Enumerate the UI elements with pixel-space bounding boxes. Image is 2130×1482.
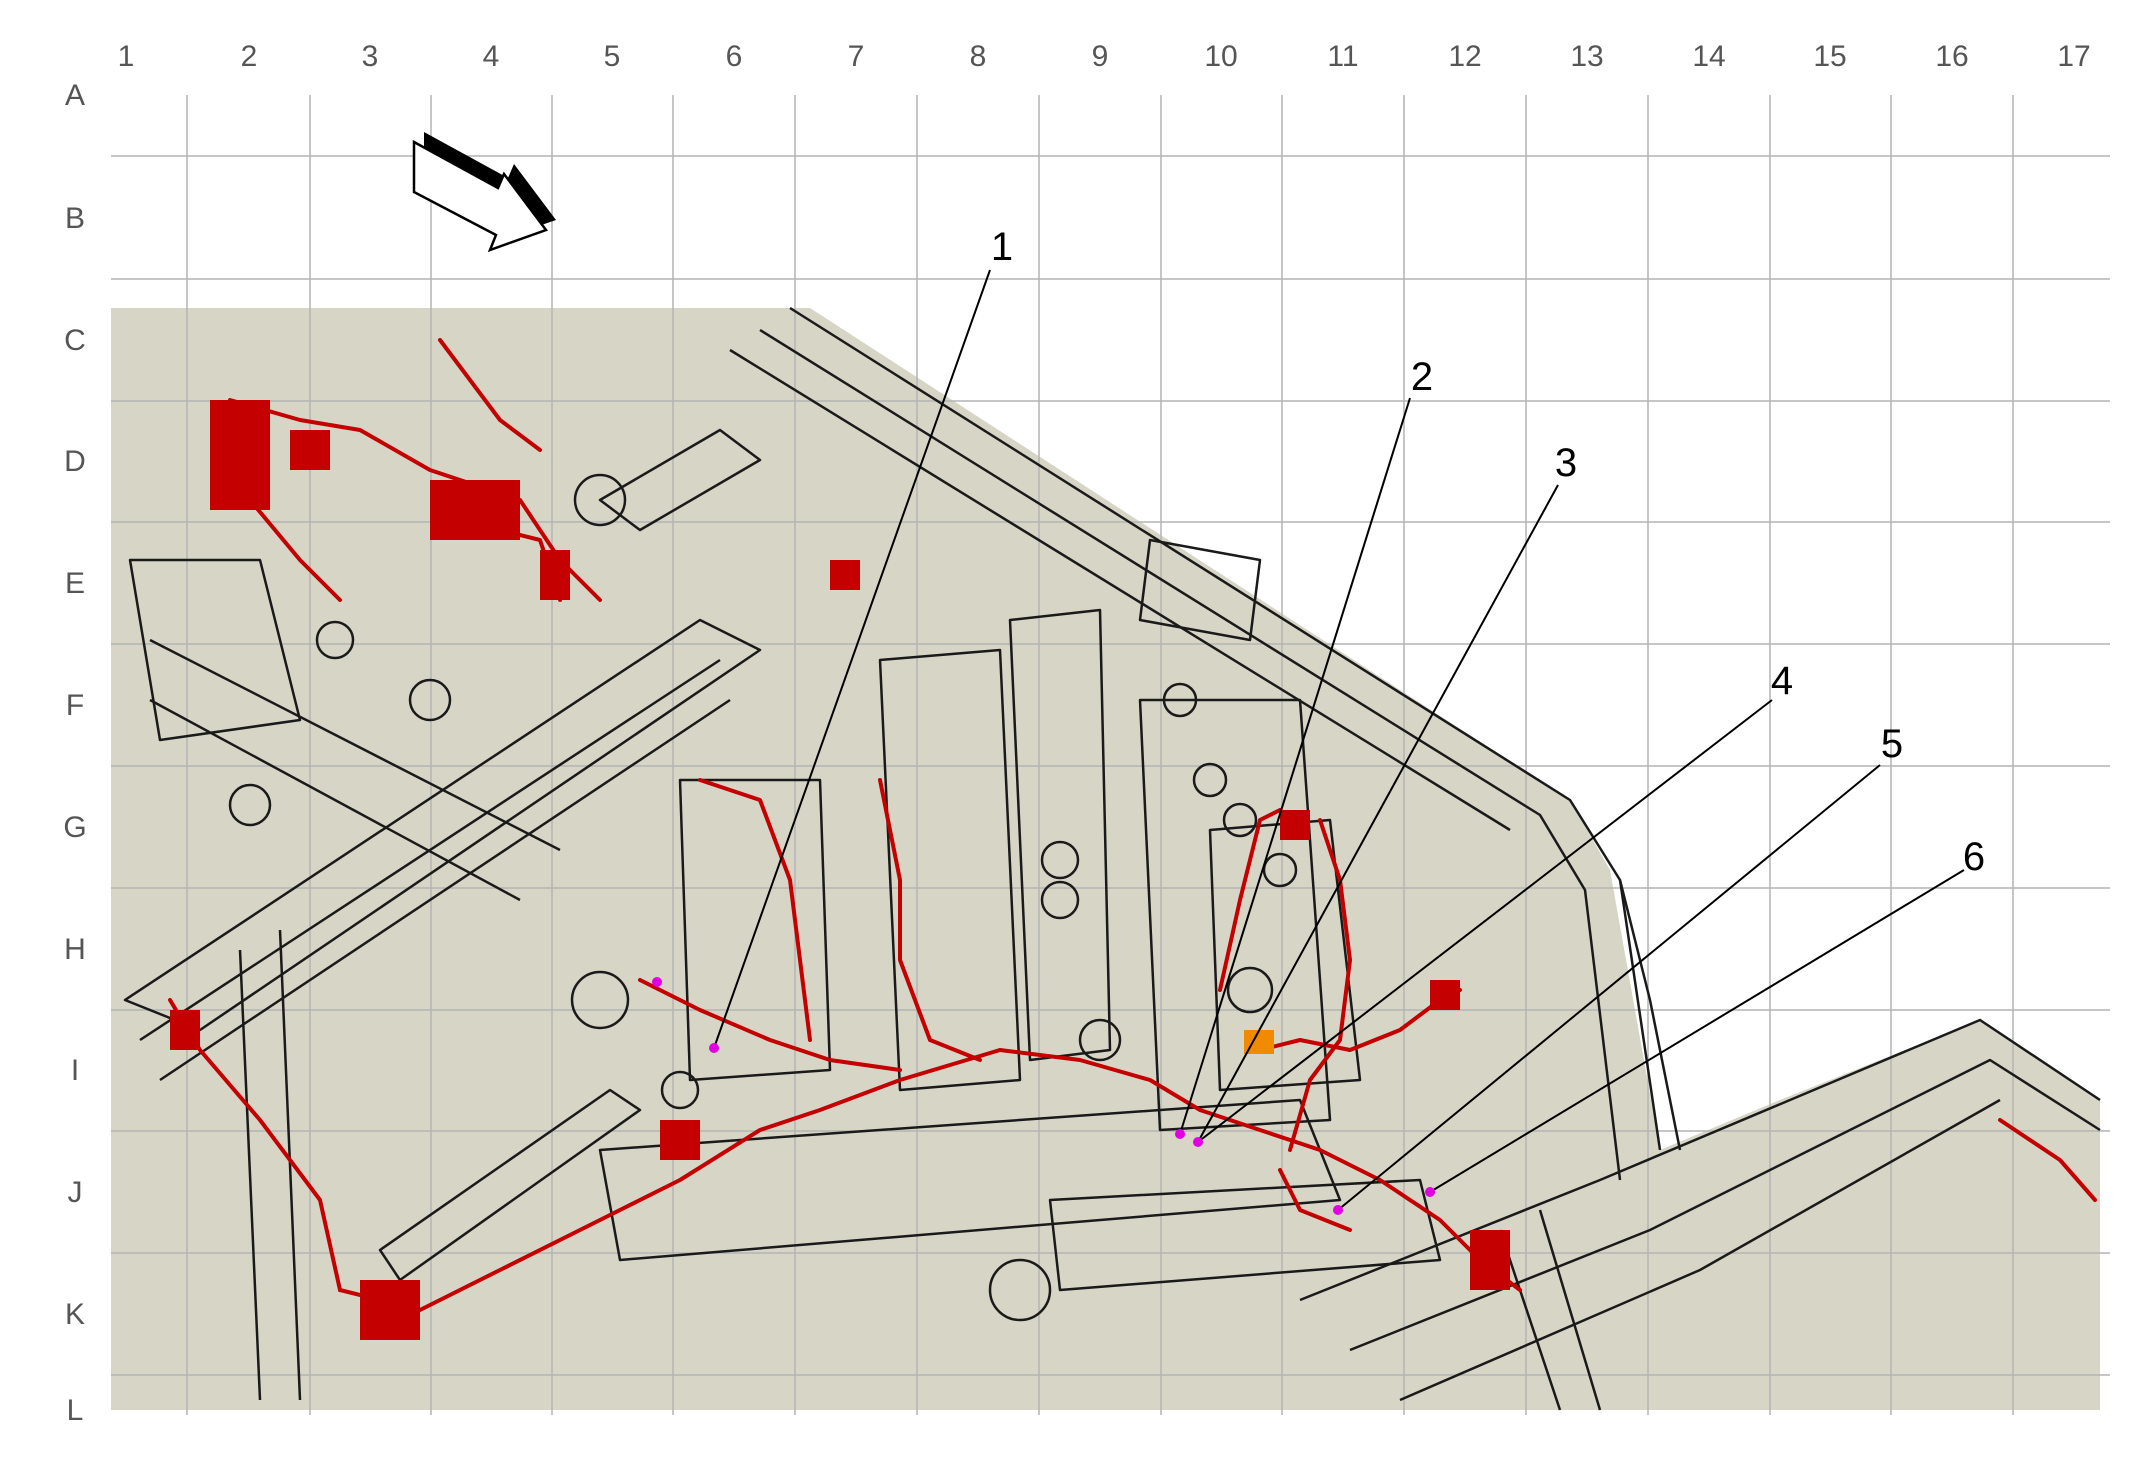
grid-col-label: 16 [1935, 40, 1968, 73]
grid-col-label: 12 [1448, 40, 1481, 73]
callout-label-3: 3 [1555, 441, 1577, 485]
callout-label-6: 6 [1963, 835, 1985, 879]
grid-col-label: 9 [1092, 40, 1109, 73]
grid-col-label: 6 [726, 40, 743, 73]
callout-marker-2 [1175, 1129, 1185, 1139]
grid-row-label: K [65, 1298, 85, 1331]
callout-markers [652, 977, 1435, 1215]
grid-col-label: 7 [848, 40, 865, 73]
grid-row-label: F [66, 689, 84, 722]
grid-col-label: 15 [1813, 40, 1846, 73]
grid-col-label: 8 [970, 40, 987, 73]
grid-row-label: L [67, 1394, 84, 1427]
grid-row-label: H [64, 933, 86, 966]
grid-col-label: 5 [604, 40, 621, 73]
callout-leader-1 [713, 269, 991, 1049]
vehicle-structure [123, 306, 2101, 1411]
callout-marker-3 [1193, 1137, 1203, 1147]
callout-marker-5 [1333, 1205, 1343, 1215]
grid-col-label: 4 [483, 40, 500, 73]
grid-col-label: 11 [1327, 40, 1358, 73]
grid-row-label: B [65, 202, 85, 235]
grid-col-label: 17 [2057, 40, 2090, 73]
callout-leader-2 [1179, 397, 1411, 1135]
grid-row-label: A [65, 79, 85, 112]
callout-label-4: 4 [1771, 659, 1793, 703]
callout-leader-3 [1197, 484, 1559, 1143]
callout-marker-6 [1425, 1187, 1435, 1197]
callout-label-1: 1 [991, 225, 1013, 269]
orientation-arrow-icon [412, 132, 556, 253]
grid-col-label: 14 [1692, 40, 1725, 73]
grid-row-label: D [64, 445, 86, 478]
grid-col-label: 2 [241, 40, 258, 73]
callout-marker-extra [652, 977, 662, 987]
grid-row-labels: A B C D E F G H I J K L [63, 79, 86, 1427]
callout-leaders [713, 269, 1965, 1211]
callout-leader-4 [1197, 699, 1773, 1143]
callout-label-2: 2 [1411, 355, 1433, 399]
grid-col-label: 3 [362, 40, 379, 73]
grid-col-label: 13 [1570, 40, 1603, 73]
callout-leader-6 [1429, 869, 1965, 1193]
grid-row-label: G [63, 811, 86, 844]
grid-col-label: 10 [1204, 40, 1237, 73]
callout-marker-1 [709, 1043, 719, 1053]
callout-label-5: 5 [1881, 722, 1903, 766]
callout-labels: 1 2 3 4 5 6 [991, 225, 1985, 879]
grid-row-label: C [64, 324, 86, 357]
harness-connectors [170, 400, 1510, 1340]
grid-row-label: E [65, 567, 85, 600]
callout-leader-5 [1337, 764, 1881, 1211]
grid-row-label: J [68, 1176, 83, 1209]
grid-col-label: 1 [118, 40, 135, 73]
grid-row-label: I [71, 1054, 79, 1087]
